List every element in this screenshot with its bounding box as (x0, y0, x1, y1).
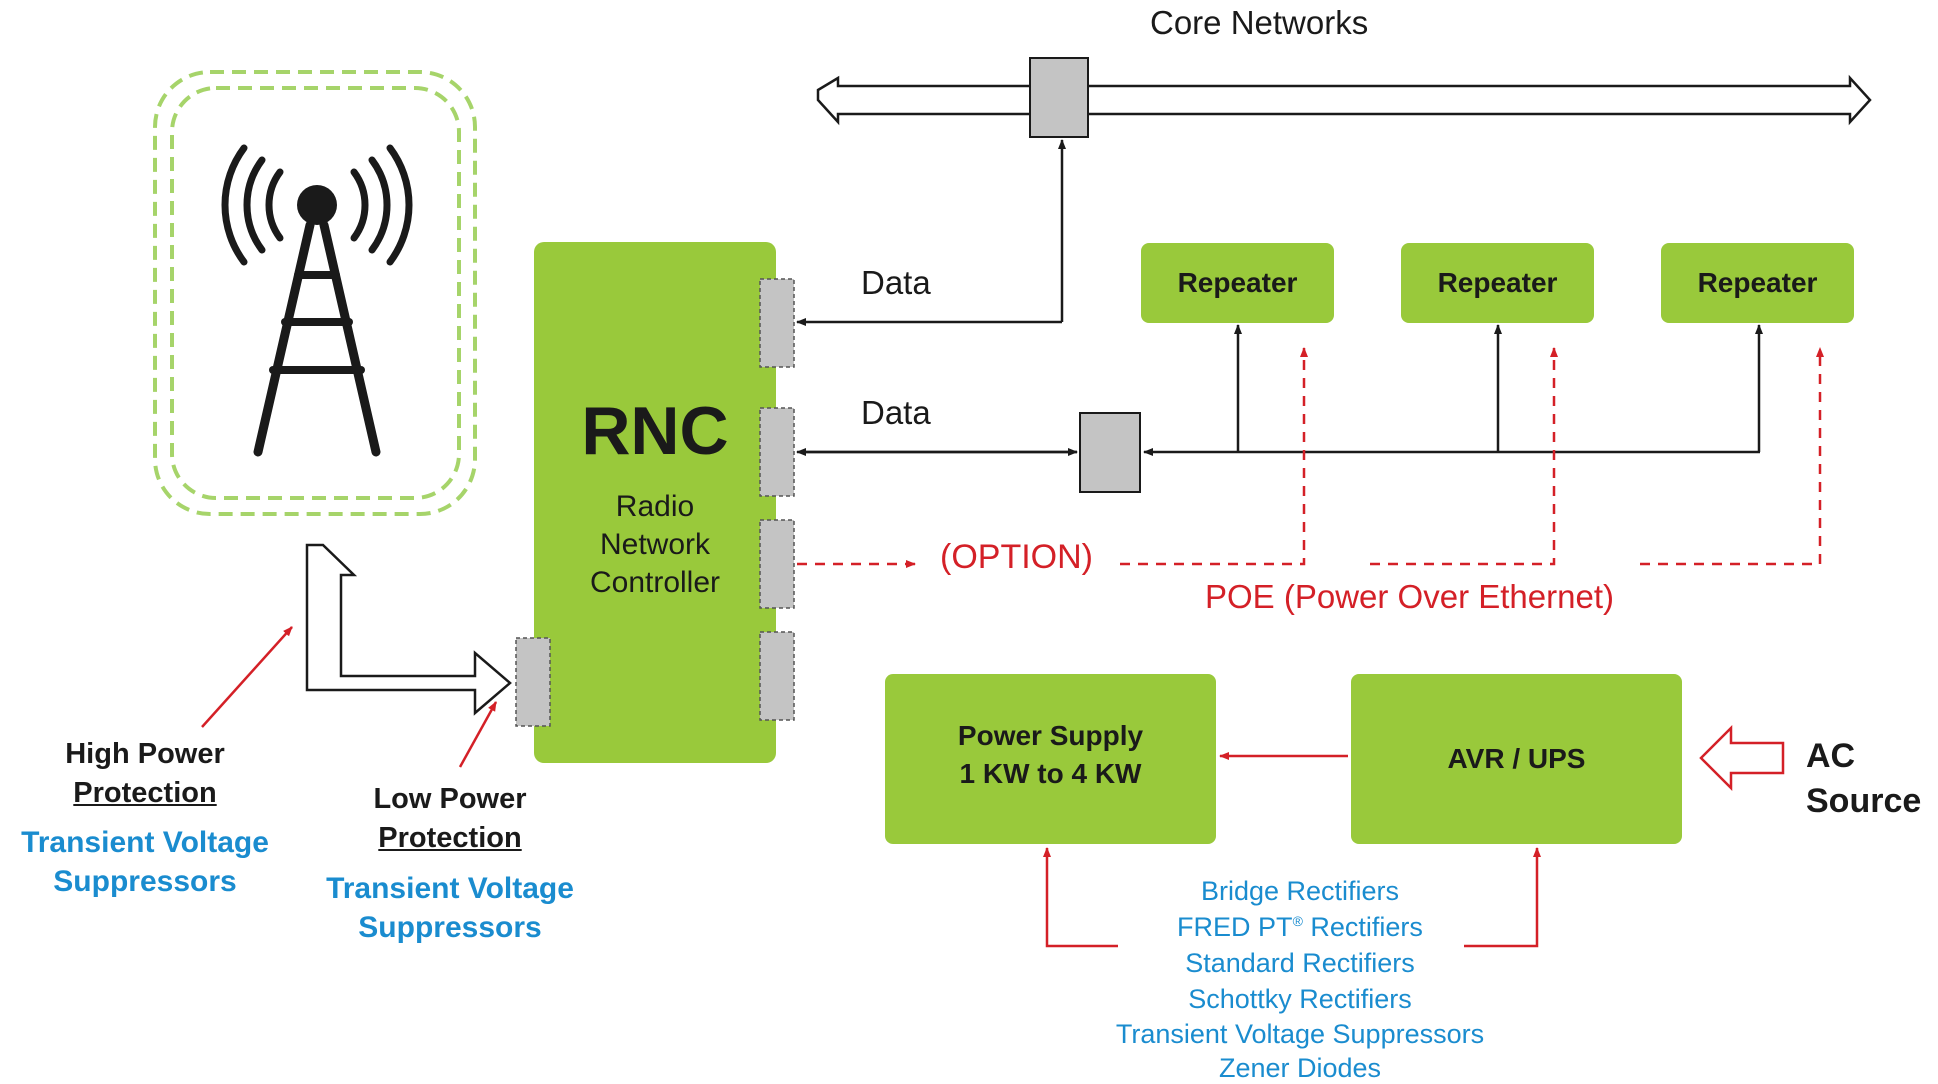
component-fred-pt-suffix: Rectifiers (1310, 912, 1423, 942)
component-bridge-rectifiers: Bridge Rectifiers (1200, 876, 1400, 906)
repeater-label-3: Repeater (1697, 267, 1818, 298)
core-network-switch (1029, 57, 1089, 138)
option-label: (OPTION) (940, 538, 1093, 576)
rnc-title: RNC (581, 393, 729, 469)
rnc-port-1 (759, 278, 795, 368)
rnc-subtitle-line2: Network (599, 528, 711, 561)
data-label-upper: Data (861, 264, 931, 301)
repeater-box-1 (1141, 243, 1334, 323)
low-power-line2: Protection (378, 822, 522, 854)
high-power-tvs-line2: Suppressors (53, 865, 237, 898)
high-power-line1: High Power (65, 738, 225, 770)
component-fred-pt-rectifiers: FRED PT® Rectifiers (1050, 912, 1550, 943)
high-power-tvs-line1: Transient Voltage (21, 826, 269, 859)
tower-coverage-inner (170, 86, 461, 500)
high-power-line2: Protection (73, 777, 217, 809)
power-supply-line1: Power Supply (957, 720, 1144, 751)
low-power-tvs-line2: Suppressors (358, 911, 542, 944)
rnc-box (534, 242, 776, 763)
data-label-lower: Data (861, 394, 931, 431)
repeater-switch (1079, 412, 1141, 493)
tower-coverage-outer (153, 70, 477, 516)
registered-mark: ® (1292, 913, 1303, 929)
component-fred-pt: FRED PT (1177, 912, 1293, 942)
rnc-port-4 (759, 631, 795, 721)
components-to-power-arrow (1043, 847, 1118, 948)
avr-ups-label: AVR / UPS (1447, 743, 1586, 774)
high-power-pointer (201, 626, 293, 728)
component-zener-diodes: Zener Diodes (1218, 1053, 1382, 1083)
poe-label: POE (Power Over Ethernet) (1205, 578, 1614, 615)
components-to-avr-arrow (1464, 847, 1541, 948)
core-networks-label: Core Networks (1150, 4, 1369, 41)
rnc-port-3 (759, 519, 795, 609)
ac-source-arrow (1699, 724, 1785, 792)
repeater-label-2: Repeater (1437, 267, 1558, 298)
ac-source-line1: AC (1806, 737, 1856, 775)
low-power-line1: Low Power (373, 783, 527, 815)
low-power-pointer (458, 701, 498, 768)
power-supply-box (885, 674, 1216, 844)
repeater-box-2 (1401, 243, 1594, 323)
rnc-port-2 (759, 407, 795, 497)
component-standard-rectifiers: Standard Rectifiers (1185, 948, 1415, 978)
core-network-bus (816, 74, 1872, 126)
avr-ups-box (1351, 674, 1682, 844)
poe-lines (797, 347, 1824, 568)
low-power-tvs-line1: Transient Voltage (326, 872, 574, 905)
component-tvs: Transient Voltage Suppressors (1115, 1019, 1485, 1049)
component-schottky-rectifiers: Schottky Rectifiers (1188, 984, 1412, 1014)
rnc-port-low-power (515, 637, 551, 727)
cell-tower-icon (221, 144, 413, 457)
rnc-subtitle-line3: Controller (589, 566, 721, 599)
power-supply-line2: 1 KW to 4 KW (959, 758, 1142, 789)
repeater-box-3 (1661, 243, 1854, 323)
repeater-label-1: Repeater (1177, 267, 1298, 298)
ac-source-line2: Source (1806, 782, 1922, 820)
tower-rnc-link-arrow (305, 543, 512, 716)
rnc-subtitle-line1: Radio (615, 490, 695, 523)
